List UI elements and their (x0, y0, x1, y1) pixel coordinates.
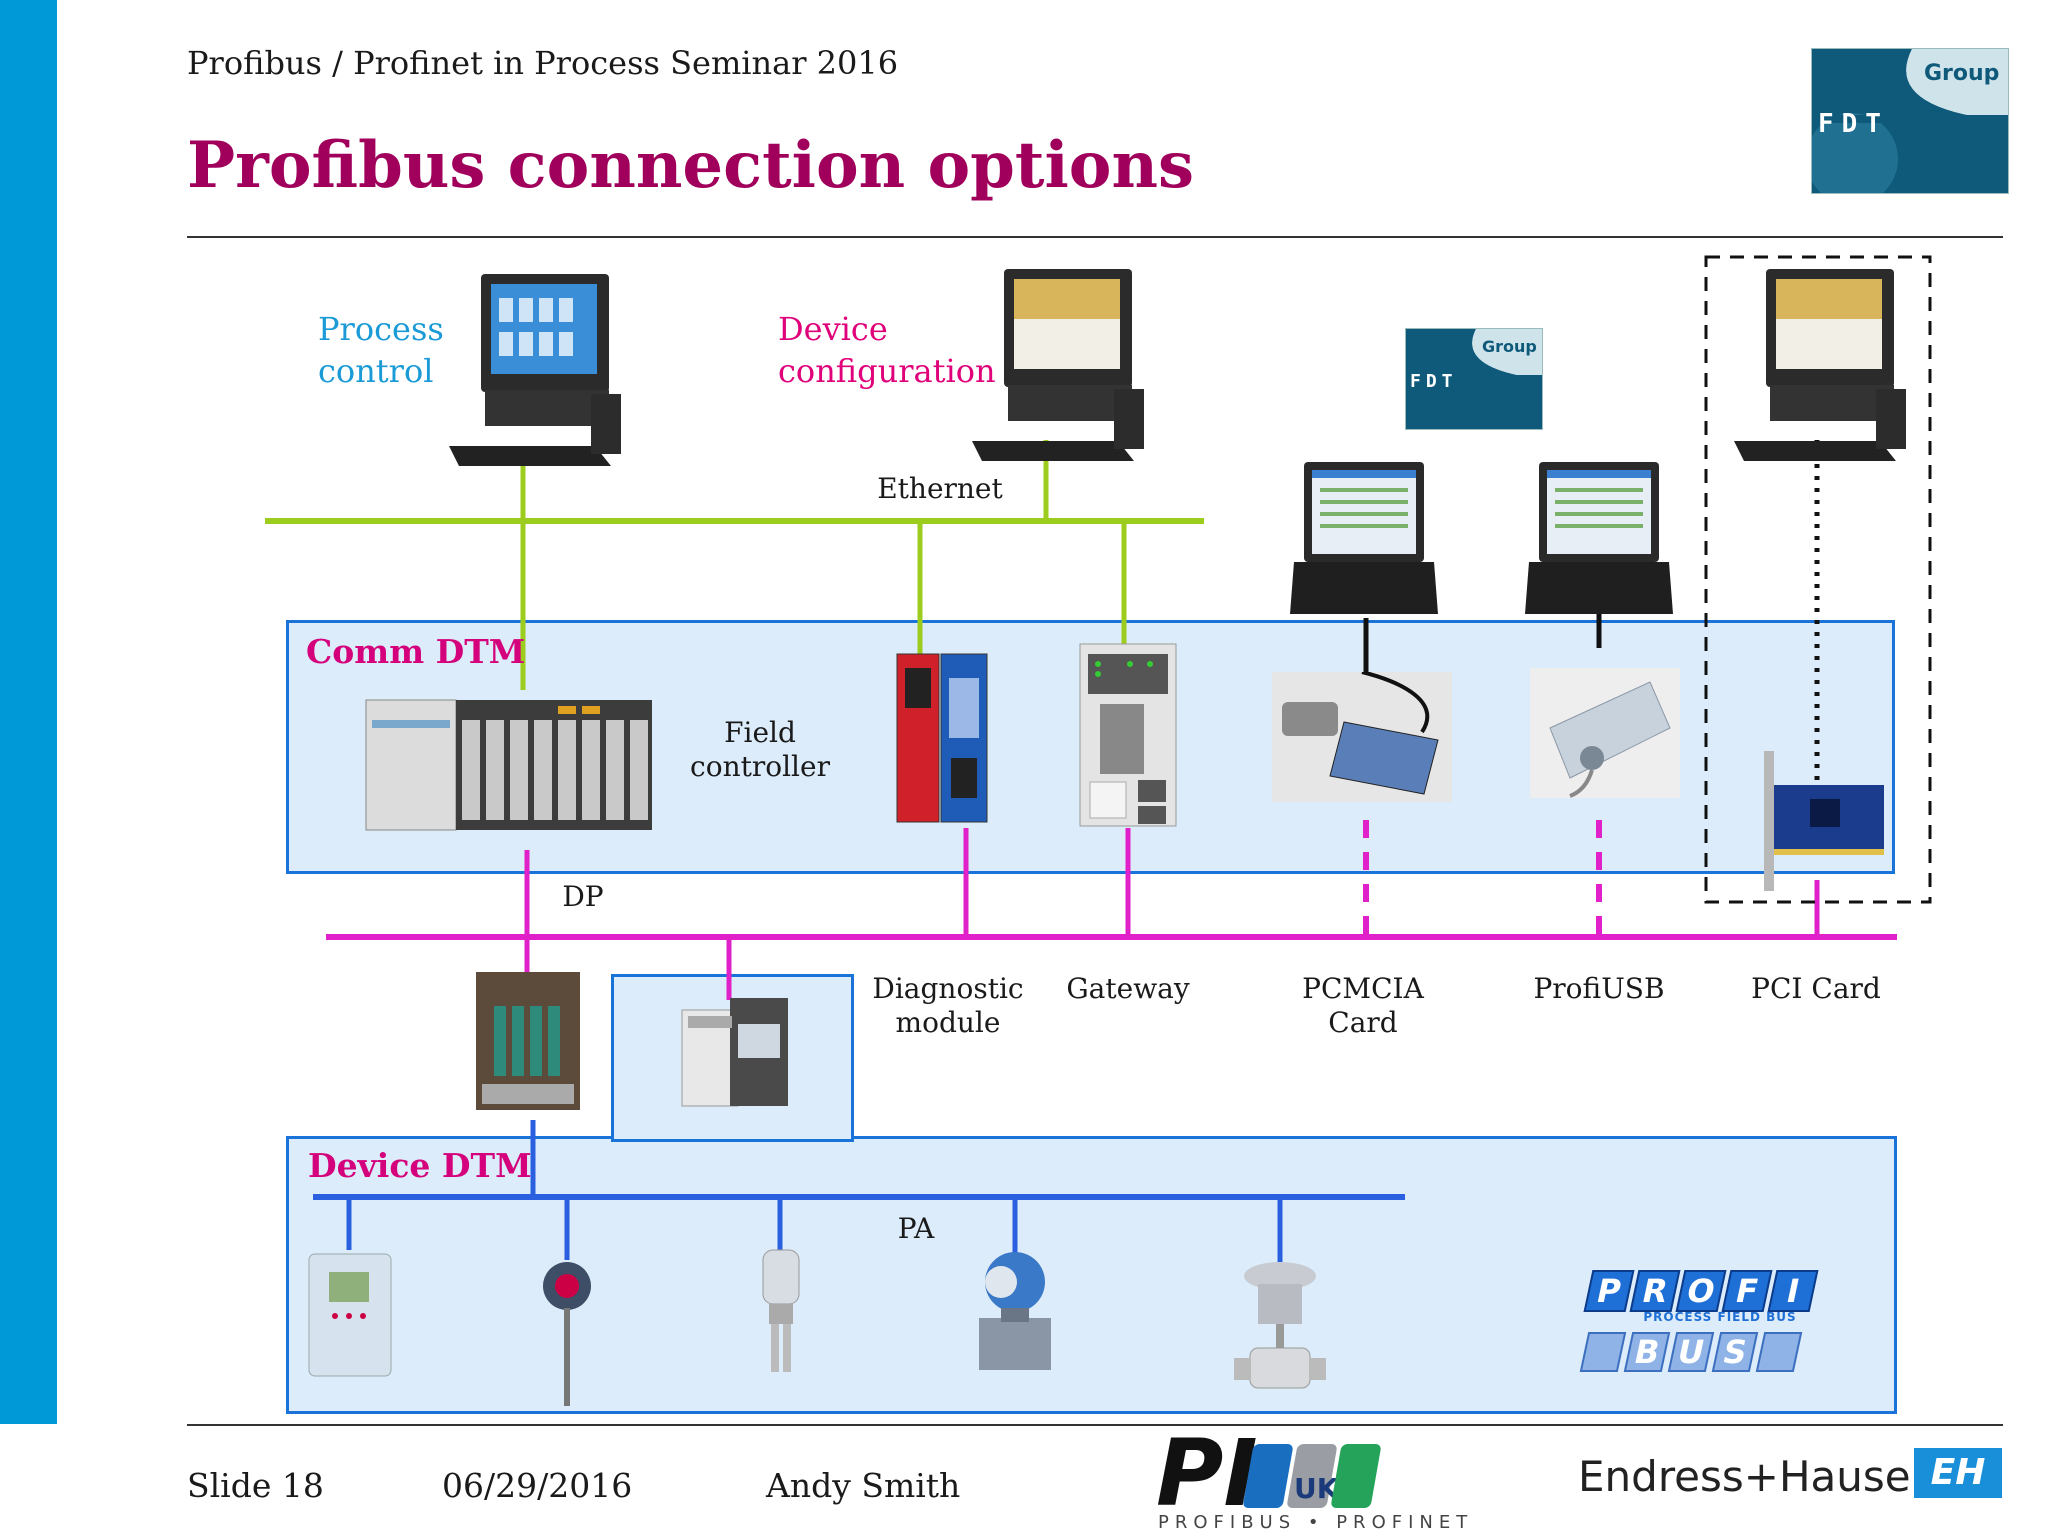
remote-io-icon (681, 998, 788, 1107)
footer-divider (187, 1424, 2003, 1426)
profibus-logo: P R O F I PROCESS FIELD BUS B U S (1579, 1270, 1864, 1380)
left-accent-bar (0, 0, 57, 1424)
endress-hauser-name: Endress+Hauser (1578, 1452, 1928, 1501)
pressure-transmitter-icon (979, 1252, 1051, 1370)
device-config-line-2: configuration (778, 352, 996, 390)
bus-letter-b: B (1623, 1332, 1671, 1372)
pi-uk-logo: PI UK PROFIBUS • PROFINET (1156, 1426, 1474, 1536)
profibus-tagline: PROCESS FIELD BUS (1643, 1310, 1797, 1324)
device-dtm-label: Device DTM (308, 1146, 532, 1185)
profiusb-laptop-icon (1525, 462, 1673, 614)
pci-host-pc-icon (1734, 269, 1906, 461)
process-control-label: Process control (318, 308, 444, 392)
gateway-device-icon (1079, 643, 1177, 827)
bus-blank-left (1579, 1332, 1627, 1372)
slide-date: 06/29/2016 (442, 1466, 633, 1505)
ethernet-label: Ethernet (877, 472, 1003, 505)
slide-number: Slide 18 (187, 1466, 324, 1505)
fdt-small-logo-graphic (1406, 329, 1542, 429)
profi-letter-i: I (1767, 1270, 1819, 1312)
transmitter-display-icon (308, 1253, 392, 1377)
diagnostic-module-icon (896, 653, 988, 823)
field-controller-line-2: controller (690, 750, 830, 783)
level-switch-icon (762, 1249, 800, 1372)
fdt-logo-word: FDT (1818, 109, 1889, 139)
process-control-line-1: Process (318, 310, 444, 348)
profiusb-label: ProfiUSB (1533, 972, 1665, 1005)
pi-logo-word: PI (1156, 1420, 1258, 1527)
bus-letter-u: U (1667, 1332, 1715, 1372)
pcmcia-line-1: PCMCIA (1302, 972, 1424, 1005)
profiusb-adapter-icon (1530, 668, 1680, 798)
pcmcia-card-label: PCMCIA Card (1283, 972, 1443, 1040)
process-control-line-2: control (318, 352, 434, 390)
control-valve-icon (1234, 1262, 1326, 1389)
seminar-title: Profibus / Profinet in Process Seminar 2… (187, 44, 899, 82)
fdt-small-group: Group (1482, 337, 1537, 356)
diagnostic-module-label: Diagnostic module (858, 972, 1038, 1040)
device-config-line-1: Device (778, 310, 888, 348)
field-controller-label: Field controller (680, 716, 840, 784)
dp-label: DP (562, 880, 604, 913)
pcmcia-card-icon (1272, 672, 1452, 802)
bus-letter-s: S (1711, 1332, 1759, 1372)
pa-label: PA (897, 1212, 935, 1245)
profi-letter-o: O (1675, 1270, 1727, 1312)
pi-green-block (1330, 1444, 1382, 1508)
profi-letter-r: R (1629, 1270, 1681, 1312)
process-control-pc-icon (449, 274, 621, 466)
profi-letter-p: P (1583, 1270, 1635, 1312)
field-controller-plc-icon (365, 699, 652, 831)
gateway-label: Gateway (1066, 972, 1190, 1005)
pcmcia-laptop-icon (1290, 462, 1438, 614)
diagnostic-line-1: Diagnostic (872, 972, 1024, 1005)
page-title: Profibus connection options (187, 128, 1194, 203)
fdt-group-logo-small: Group FDT (1405, 328, 1543, 430)
bus-blank-right (1755, 1332, 1803, 1372)
device-config-pc-icon (972, 269, 1144, 461)
fdt-logo-graphic (1812, 49, 2008, 193)
diagnostic-line-2: module (895, 1006, 1001, 1039)
temperature-probe-icon (543, 1262, 591, 1406)
fdt-small-word: FDT (1410, 371, 1458, 392)
device-configuration-label: Device configuration (778, 308, 996, 392)
profi-letter-f: F (1721, 1270, 1773, 1312)
dp-pa-coupler-icon (476, 972, 580, 1110)
pci-card-icon (1764, 751, 1884, 891)
pci-card-label: PCI Card (1751, 972, 1881, 1005)
fdt-logo-group: Group (1924, 61, 2000, 86)
endress-hauser-mark: EH (1914, 1448, 2002, 1498)
slide-author: Andy Smith (766, 1466, 961, 1505)
pi-logo-subtitle: PROFIBUS • PROFINET (1158, 1512, 1474, 1533)
pcmcia-line-2: Card (1328, 1006, 1398, 1039)
field-controller-line-1: Field (724, 716, 796, 749)
header-divider (187, 236, 2003, 238)
comm-dtm-label: Comm DTM (306, 632, 526, 671)
fdt-group-logo: Group FDT (1811, 48, 2009, 194)
